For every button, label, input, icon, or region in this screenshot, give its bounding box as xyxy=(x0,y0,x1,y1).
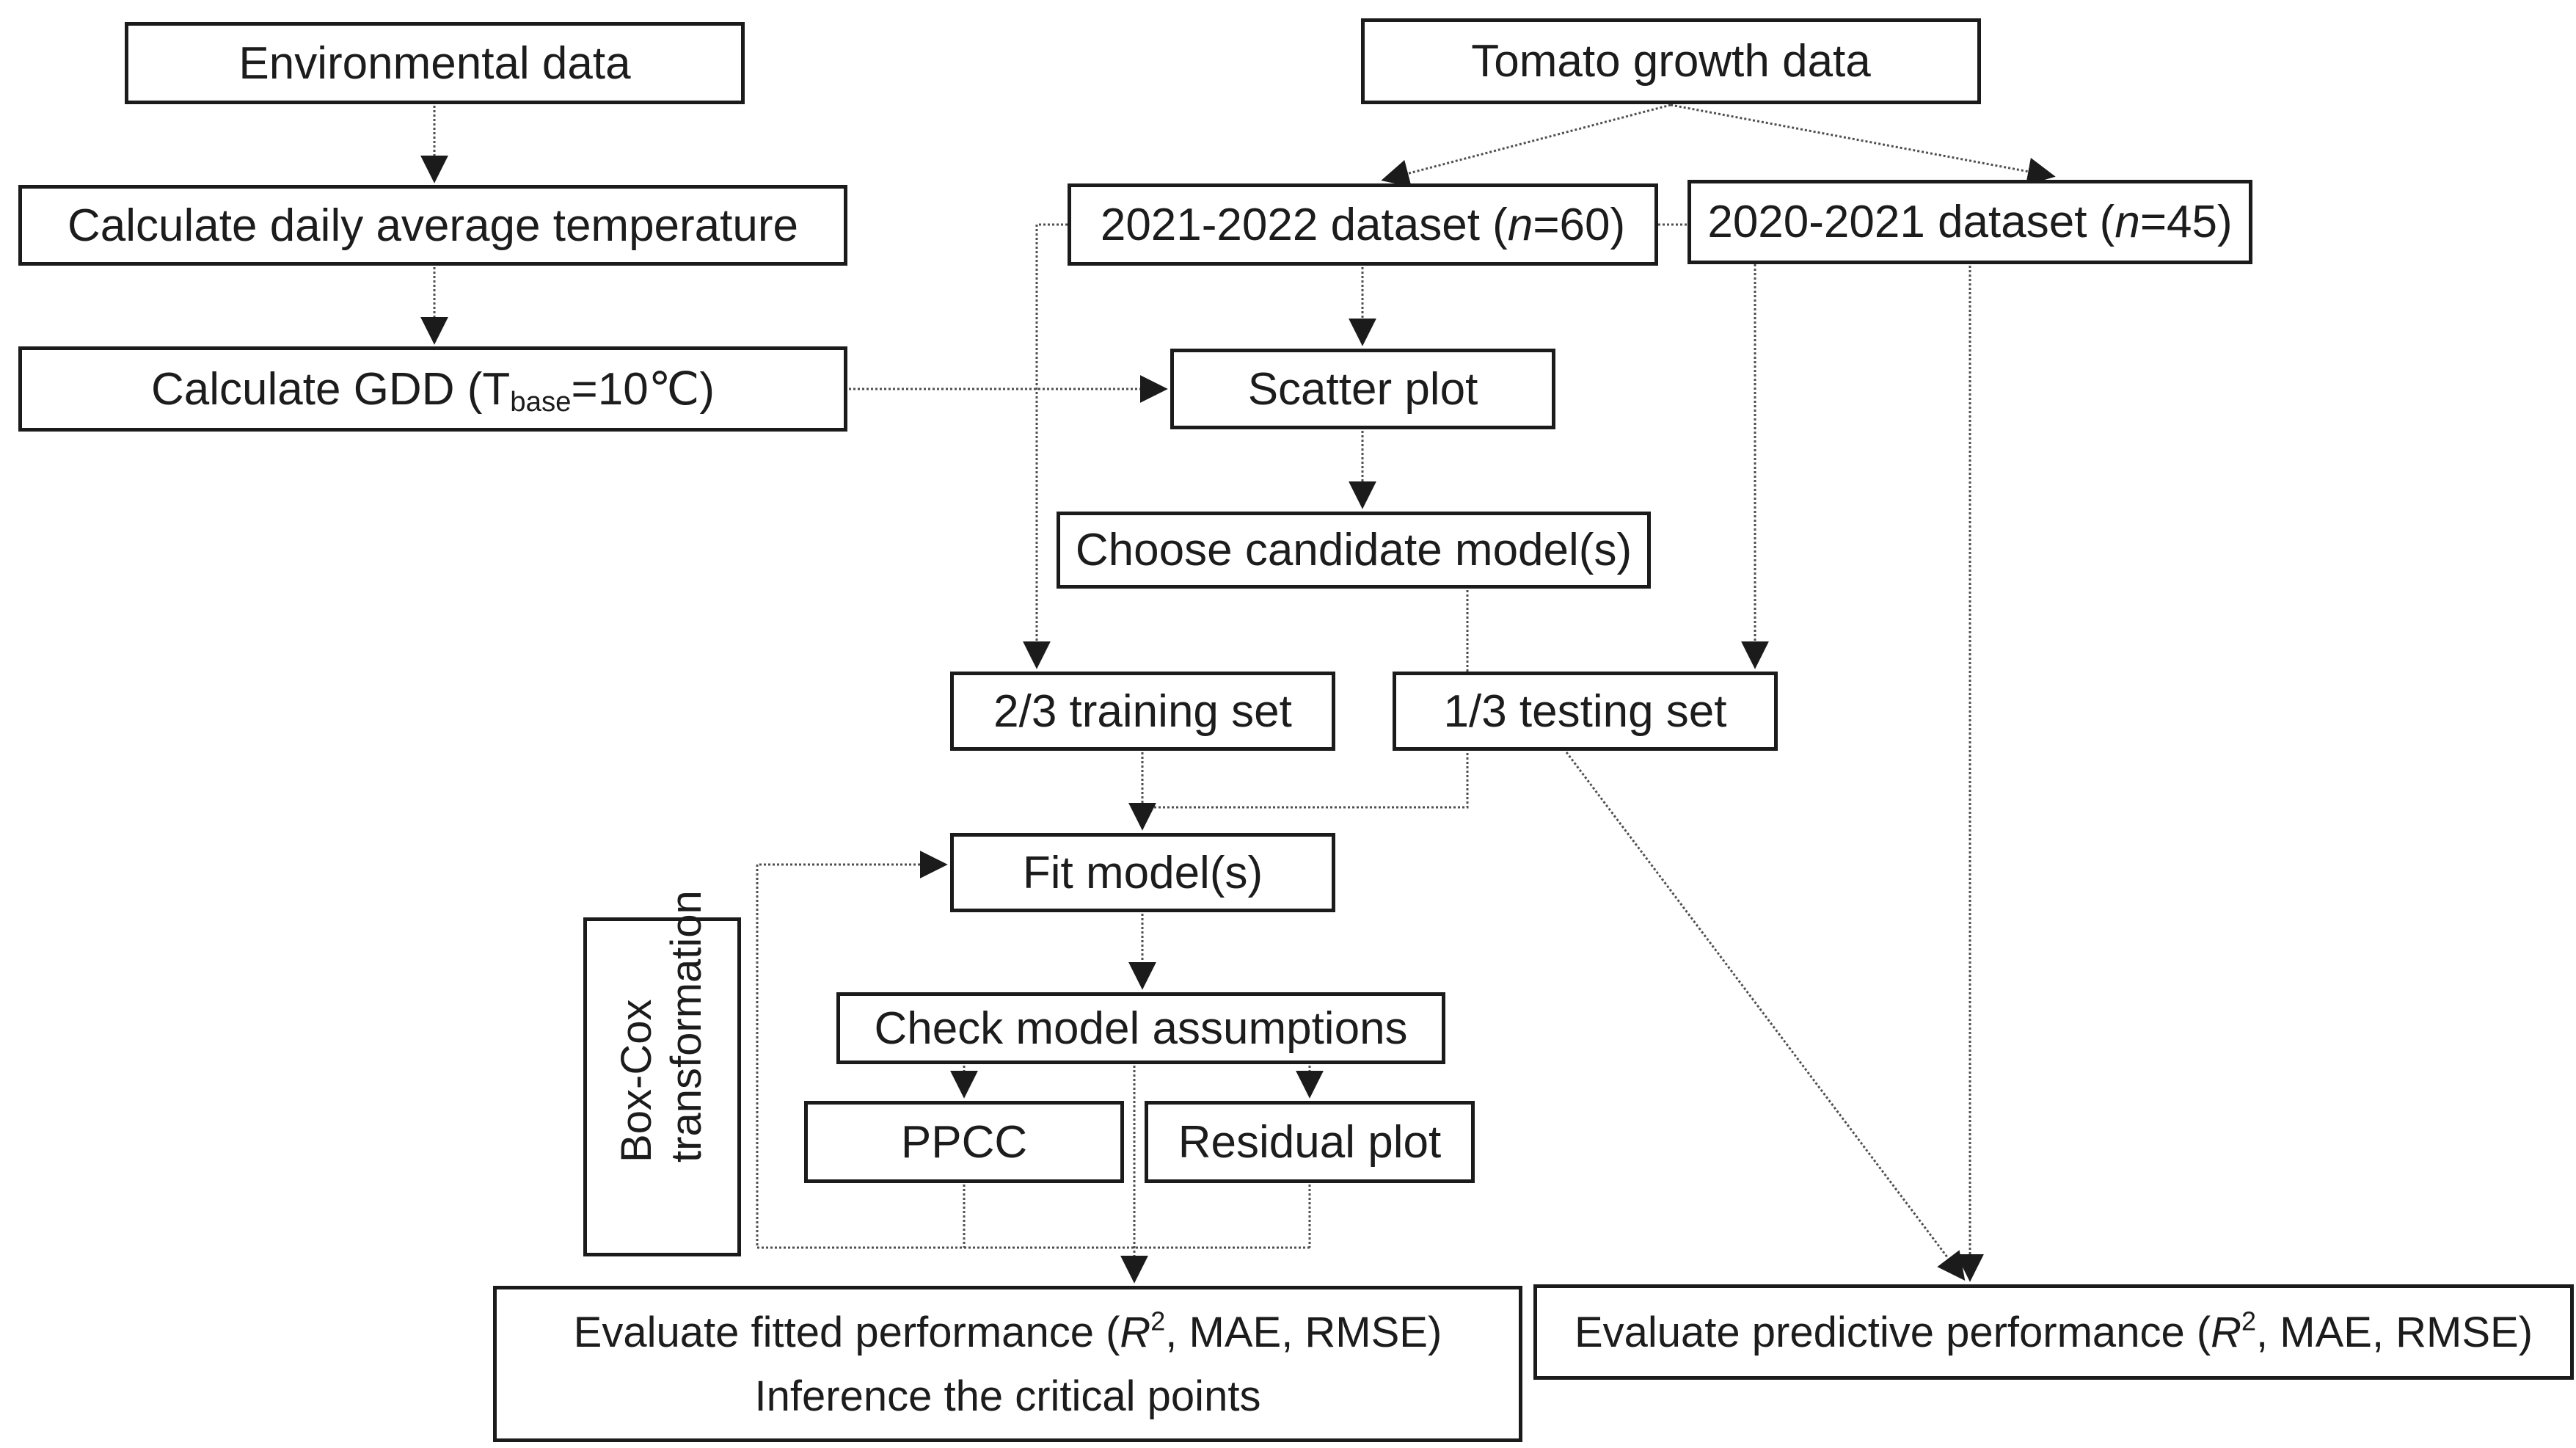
node-residual-plot: Residual plot xyxy=(1145,1101,1475,1183)
node-calc-gdd: Calculate GDD (Tbase=10℃) xyxy=(18,346,847,432)
node-label-environmental-data: Environmental data xyxy=(238,37,631,89)
node-label-training-set: 2/3 training set xyxy=(993,685,1292,737)
node-evaluate-fitted: Evaluate fitted performance (R2, MAE, RM… xyxy=(493,1286,1522,1442)
node-label-testing-set: 1/3 testing set xyxy=(1443,685,1727,737)
node-check-model-assumptions: Check model assumptions xyxy=(836,992,1445,1064)
node-label-fit-models: Fit model(s) xyxy=(1022,847,1263,898)
node-label-tomato-growth-data: Tomato growth data xyxy=(1471,36,1871,87)
node-label-evaluate-fitted: Evaluate fitted performance (R2, MAE, RM… xyxy=(573,1305,1442,1420)
edge-choose-candidate-models-to-fit-models-junction xyxy=(1142,590,1469,809)
node-environmental-data: Environmental data xyxy=(125,22,745,104)
edge-tomato-growth-data-to-dataset-2021-2022 xyxy=(1381,103,1671,187)
node-label-dataset-2021-2022: 2021-2022 dataset (n=60) xyxy=(1100,199,1626,250)
edge-dataset-2021-2022-to-testing-set xyxy=(1658,223,1769,669)
node-calc-daily-avg-temp: Calculate daily average temperature xyxy=(18,185,847,266)
node-label-calc-gdd: Calculate GDD (Tbase=10℃) xyxy=(151,363,715,418)
node-label-choose-candidate-models: Choose candidate model(s) xyxy=(1075,525,1632,575)
node-label-dataset-2020-2021: 2020-2021 dataset (n=45) xyxy=(1707,197,2233,247)
node-label-residual-plot: Residual plot xyxy=(1178,1116,1442,1168)
node-evaluate-predictive: Evaluate predictive performance (R2, MAE… xyxy=(1533,1284,2574,1380)
edge-testing-set-to-evaluate-predictive xyxy=(1565,752,1966,1281)
node-testing-set: 1/3 testing set xyxy=(1393,672,1778,751)
node-label-scatter-plot: Scatter plot xyxy=(1247,363,1478,415)
node-scatter-plot: Scatter plot xyxy=(1170,349,1555,429)
node-training-set: 2/3 training set xyxy=(950,672,1335,751)
node-label-calc-daily-avg-temp: Calculate daily average temperature xyxy=(67,200,798,251)
edge-feedback-junction-to-fit-models xyxy=(756,851,1310,1249)
node-label-check-model-assumptions: Check model assumptions xyxy=(874,1003,1408,1054)
node-choose-candidate-models: Choose candidate model(s) xyxy=(1057,512,1651,589)
node-fit-models: Fit model(s) xyxy=(950,833,1335,912)
node-tomato-growth-data: Tomato growth data xyxy=(1361,18,1981,104)
node-dataset-2021-2022: 2021-2022 dataset (n=60) xyxy=(1068,183,1658,266)
node-dataset-2020-2021: 2020-2021 dataset (n=45) xyxy=(1687,180,2252,264)
edge-dataset-2021-2022-to-training-set xyxy=(1023,223,1068,669)
node-label-ppcc: PPCC xyxy=(900,1116,1028,1168)
node-ppcc: PPCC xyxy=(804,1101,1124,1183)
node-label-evaluate-predictive: Evaluate predictive performance (R2, MAE… xyxy=(1574,1305,2533,1356)
edge-tomato-growth-data-to-dataset-2020-2021 xyxy=(1670,103,2056,186)
